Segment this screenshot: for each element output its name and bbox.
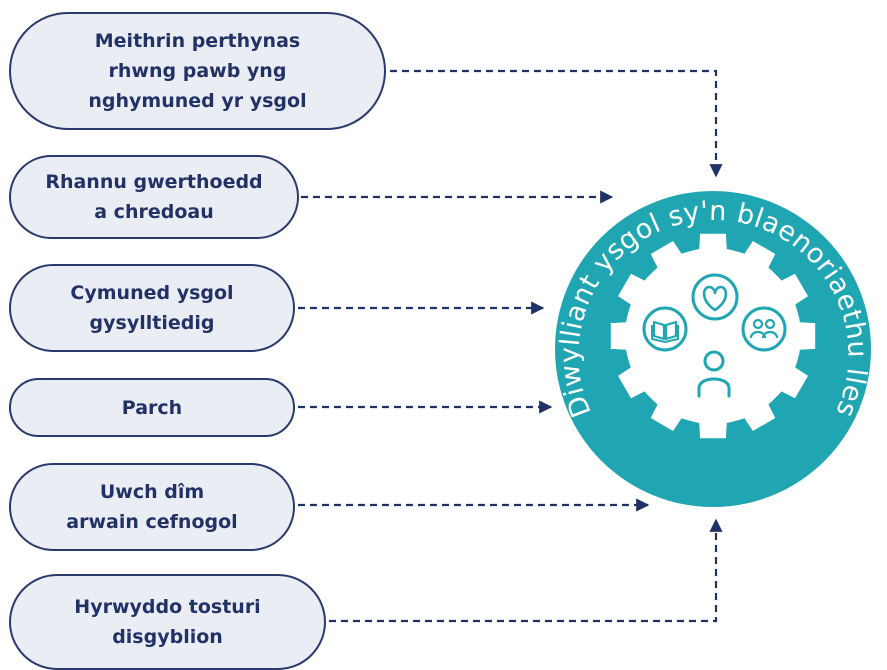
item-line: Parch — [121, 396, 183, 419]
item-line: Uwch dîm — [99, 481, 205, 503]
person-icon — [697, 350, 731, 398]
book-icon — [642, 306, 688, 352]
item-uwch-dim-arwain: Uwch dîm arwain cefnogol — [9, 463, 295, 551]
item-line: Rhannu gwerthoedd — [45, 171, 263, 193]
item-line: Hyrwyddo tosturi — [74, 596, 261, 618]
connector-arrow — [329, 518, 723, 623]
item-meithrin-perthynas: Meithrin perthynas rhwng pawb yng nghymu… — [9, 12, 386, 130]
item-line: Cymuned ysgol — [70, 282, 234, 304]
connector-arrow — [390, 69, 723, 178]
item-line: arwain cefnogol — [66, 511, 238, 533]
heart-icon — [691, 273, 739, 321]
item-line: gysylltiedig — [89, 312, 215, 334]
item-line: Meithrin perthynas — [94, 30, 301, 52]
item-hyrwyddo-tosturi: Hyrwyddo tosturi disgyblion — [9, 574, 326, 670]
item-parch: Parch — [9, 378, 295, 437]
item-line: nghymuned yr ysgol — [88, 90, 307, 112]
gear-icon — [610, 233, 816, 439]
item-line: a chredoau — [94, 201, 214, 223]
item-line: rhwng pawb yng — [108, 60, 287, 82]
item-rhannu-gwerthoedd: Rhannu gwerthoedd a chredoau — [9, 155, 299, 239]
people-icon — [741, 306, 787, 352]
item-cymuned-ysgol: Cymuned ysgol gysylltiedig — [9, 264, 295, 352]
item-line: disgyblion — [112, 626, 223, 648]
